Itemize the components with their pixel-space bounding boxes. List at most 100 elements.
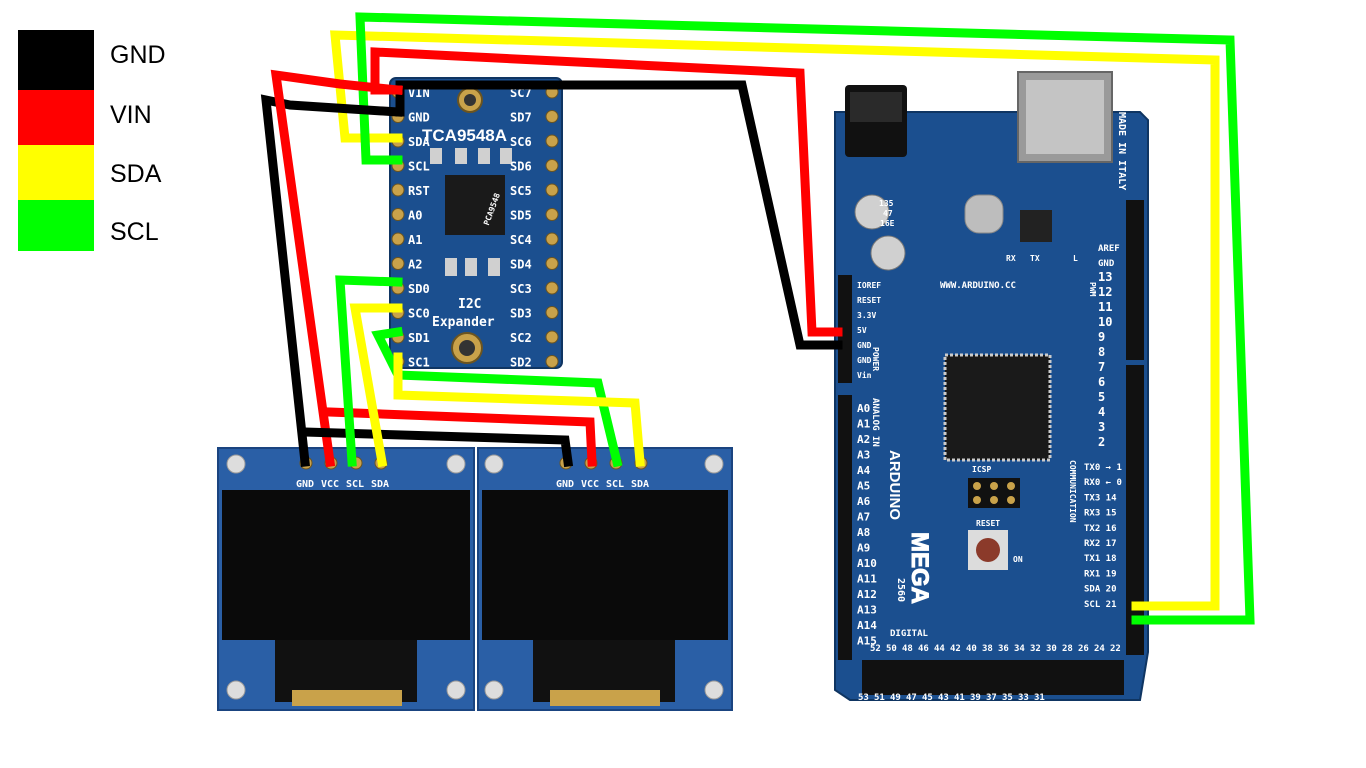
mux-pin-label: SC2: [510, 331, 532, 345]
digital-section-label: DIGITAL: [890, 629, 929, 639]
pwm-section-label: PWM: [1088, 282, 1097, 297]
icsp-header: ICSP: [968, 465, 1020, 508]
bottom-pin-label: 40: [966, 644, 977, 654]
oled-pin-label: SCL: [606, 479, 624, 490]
usb-chip: [1020, 210, 1052, 242]
pwm-pin-label: AREF: [1098, 244, 1120, 254]
mux-pin-label: SD2: [510, 356, 532, 370]
mux-board-label-2: Expander: [432, 315, 495, 330]
comm-section-label: COMMUNICATION: [1068, 460, 1077, 523]
bottom-pin-label: 44: [934, 644, 945, 654]
bottom-pin-label: 47: [906, 693, 917, 703]
power-section-label: POWER: [871, 347, 880, 371]
mux-chip-label: TCA9548A: [422, 126, 507, 145]
comm-pin-label: RX3 15: [1084, 509, 1117, 519]
mux-pin-label: RST: [408, 184, 430, 198]
pwm-pin-label: 4: [1098, 405, 1105, 419]
legend-swatch-sda: [18, 145, 94, 200]
comm-pin-label: RX0 ← 0: [1084, 478, 1122, 488]
mux-pin-hole: [545, 208, 559, 221]
oled-pin-label: VCC: [321, 479, 339, 490]
wire-vin-oled1-oled2: [325, 407, 597, 467]
analog-pin-label: A3: [857, 449, 870, 462]
mux-pin-label: SC3: [510, 282, 532, 296]
bottom-pin-label: 39: [970, 693, 981, 703]
mux-pin-label: SC6: [510, 135, 532, 149]
bottom-pin-label: 42: [950, 644, 961, 654]
bottom-pin-label: 48: [902, 644, 913, 654]
oled-screen-1: [222, 490, 470, 640]
bottom-pin-label: 46: [918, 644, 929, 654]
legend-label-vin: VIN: [110, 101, 152, 129]
legend-swatch-gnd: [18, 30, 94, 90]
bottom-pin-label: 28: [1062, 644, 1073, 654]
comm-pin-label: RX1 19: [1084, 569, 1117, 579]
mux-pin-hole: [391, 208, 405, 221]
bottom-pin-label: 38: [982, 644, 993, 654]
legend-swatch-scl: [18, 200, 94, 251]
analog-pin-label: A2: [857, 433, 870, 446]
mux-pin-hole: [391, 232, 405, 246]
website-label: WWW.ARDUINO.CC: [940, 281, 1016, 291]
mux-pin-label: SC1: [408, 356, 430, 370]
mux-pin-label: A2: [408, 258, 422, 272]
analog-pin-label: A14: [857, 619, 877, 632]
bottom-pin-label: 52: [870, 644, 881, 654]
legend-swatch-vin: [18, 90, 94, 145]
icsp-label: ICSP: [972, 465, 991, 474]
analog-pin-label: A8: [857, 526, 870, 539]
mux-pin-hole: [545, 134, 559, 148]
pwm-pin-label: 11: [1098, 300, 1112, 314]
oled-pin-label: SDA: [631, 479, 649, 490]
analog-pin-label: A10: [857, 557, 877, 570]
bottom-pin-label: 22: [1110, 644, 1121, 654]
bottom-pin-label: 33: [1018, 693, 1029, 703]
crystal: [964, 194, 1004, 234]
power-pin-label: GND: [857, 356, 872, 365]
oled-display-2: GND VCC SCL SDA: [477, 447, 733, 711]
mux-pin-label: SD3: [510, 307, 532, 321]
comm-pin-label: RX2 17: [1084, 539, 1117, 549]
legend: GND VIN SDA SCL: [18, 30, 166, 251]
mux-pin-hole: [545, 306, 559, 319]
analog-pin-label: A0: [857, 402, 870, 415]
oled-pin-label: GND: [296, 479, 314, 490]
mux-pin-label: SD6: [510, 160, 532, 174]
analog-pin-label: A13: [857, 604, 877, 617]
oled-pin-label: SDA: [371, 479, 389, 490]
legend-label-scl: SCL: [110, 218, 159, 246]
pwm-pin-label: 10: [1098, 315, 1112, 329]
oled-pin-label: GND: [556, 479, 574, 490]
bottom-pin-label: 53: [858, 693, 869, 703]
mux-pin-label: SD5: [510, 209, 532, 223]
cap-label-2: 47: [883, 209, 893, 218]
cap-label-3: 16E: [880, 219, 895, 228]
analog-pin-label: A1: [857, 418, 871, 431]
pwm-pin-label: 5: [1098, 390, 1105, 404]
comm-pin-label: TX3 14: [1084, 493, 1117, 503]
pwm-pin-label: 12: [1098, 285, 1112, 299]
reset-label: RESET: [976, 519, 1000, 528]
mux-pin-label: A1: [408, 233, 422, 247]
mux-pin-hole: [545, 110, 559, 123]
brand-label: ARDUINO: [886, 450, 903, 520]
mux-pin-label: SC0: [408, 307, 430, 321]
mux-pin-label: GND: [408, 111, 430, 125]
analog-pin-label: A9: [857, 542, 870, 555]
analog-pin-label: A15: [857, 635, 877, 648]
made-in-label: MADE IN ITALY: [1116, 112, 1127, 190]
pwm-pin-label: 13: [1098, 270, 1112, 284]
power-pin-label: 3.3V: [857, 311, 876, 320]
arduino-mega-board: 135 47 16E ICSP RESET ON MADE IN ITALY W…: [834, 71, 1149, 703]
digital-header-bottom: [862, 660, 1124, 695]
wire-sda-arduino-mux: [330, 30, 1220, 611]
model-label: MEGA: [906, 532, 933, 604]
rx-label: RX: [1006, 254, 1016, 263]
mux-pin-hole: [545, 257, 559, 270]
oled-pin-label: VCC: [581, 479, 599, 490]
